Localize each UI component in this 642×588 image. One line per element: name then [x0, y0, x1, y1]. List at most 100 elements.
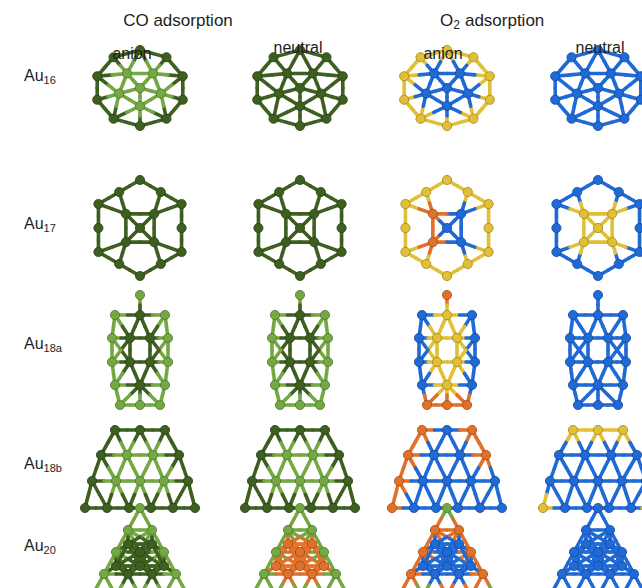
gold-atom	[422, 400, 431, 409]
gold-atom	[452, 333, 461, 342]
gold-atom	[401, 199, 410, 208]
gold-atom	[270, 310, 279, 319]
gold-atom	[267, 333, 276, 342]
gold-atom	[593, 121, 602, 130]
gold-atom	[177, 223, 186, 232]
gold-atom	[135, 476, 144, 485]
gold-atom	[455, 450, 464, 459]
gold-atom	[306, 503, 315, 512]
gold-atom	[552, 223, 561, 232]
gold-atom	[320, 310, 329, 319]
gold-atom	[593, 271, 602, 280]
column-heading: anion	[112, 46, 151, 62]
gold-atom	[478, 569, 487, 578]
gold-atom	[442, 101, 451, 110]
gold-atom	[159, 476, 168, 485]
gold-atom	[93, 72, 102, 81]
row-label: Au	[24, 216, 44, 232]
gold-atom	[295, 223, 304, 232]
gold-atom	[417, 425, 426, 434]
gold-atom	[442, 476, 451, 485]
gold-atom	[428, 209, 437, 218]
gold-atom	[593, 83, 602, 92]
gold-atom	[484, 223, 493, 232]
bond	[616, 585, 622, 588]
gold-atom	[430, 525, 439, 534]
bond	[300, 585, 306, 588]
gold-atom	[581, 525, 590, 534]
gold-atom	[295, 400, 304, 409]
gold-atom	[295, 310, 304, 319]
gold-atom	[254, 223, 263, 232]
gold-atom	[463, 89, 472, 98]
gold-atom	[307, 525, 316, 534]
gold-atom	[467, 380, 476, 389]
bond	[92, 585, 98, 588]
gold-atom	[295, 271, 304, 280]
gold-atom	[466, 561, 475, 570]
bond	[574, 585, 580, 588]
gold-atom	[608, 209, 617, 218]
gold-atom	[343, 476, 352, 485]
gold-atom	[322, 114, 331, 123]
gold-atom	[603, 333, 612, 342]
gold-atom	[94, 223, 103, 232]
gold-atom	[269, 114, 278, 123]
gold-atom	[135, 425, 144, 434]
gold-atom	[285, 333, 294, 342]
gold-atom	[163, 357, 172, 366]
gold-atom	[620, 114, 629, 123]
gold-atom	[538, 503, 547, 512]
gold-atom	[275, 400, 284, 409]
gold-atom	[135, 380, 144, 389]
gold-atom	[414, 357, 423, 366]
gold-atom	[466, 476, 475, 485]
bond	[164, 585, 170, 588]
gold-atom	[432, 357, 441, 366]
bond	[140, 585, 146, 588]
gold-atom	[605, 569, 614, 578]
gold-atom	[467, 310, 476, 319]
gold-atom	[581, 539, 590, 548]
gold-atom	[156, 187, 165, 196]
gold-atom	[121, 238, 130, 247]
gold-atom	[606, 69, 615, 78]
row-label: Au	[24, 68, 44, 84]
gold-atom	[429, 69, 438, 78]
gold-atom	[107, 357, 116, 366]
bond	[276, 585, 282, 588]
bond	[182, 585, 188, 588]
gold-atom	[271, 561, 280, 570]
gold-atom	[163, 333, 172, 342]
gold-atom	[270, 380, 279, 389]
gold-atom	[554, 450, 563, 459]
gold-atom	[593, 425, 602, 434]
gold-atom	[428, 238, 437, 247]
gold-atom	[168, 503, 177, 512]
bond	[489, 585, 495, 588]
gold-atom	[145, 357, 154, 366]
bond	[110, 585, 116, 588]
bond	[294, 585, 300, 588]
gold-atom	[593, 380, 602, 389]
gold-atom	[641, 476, 642, 485]
gold-atom	[453, 503, 462, 512]
gold-atom	[94, 199, 103, 208]
gold-atom	[484, 199, 493, 208]
gold-atom	[295, 561, 304, 570]
gold-atom	[295, 503, 304, 512]
gold-atom	[307, 569, 316, 578]
gold-atom	[110, 425, 119, 434]
gold-atom	[629, 569, 638, 578]
gold-atom	[621, 333, 630, 342]
gold-atom	[579, 209, 588, 218]
gold-atom	[565, 333, 574, 342]
gold-atom	[593, 400, 602, 409]
gold-atom	[614, 259, 623, 268]
gold-atom	[442, 400, 451, 409]
gold-atom	[454, 539, 463, 548]
column-group-heading: CO adsorption	[123, 12, 233, 29]
gold-atom	[569, 547, 578, 556]
bond	[447, 585, 453, 588]
gold-atom	[573, 259, 582, 268]
